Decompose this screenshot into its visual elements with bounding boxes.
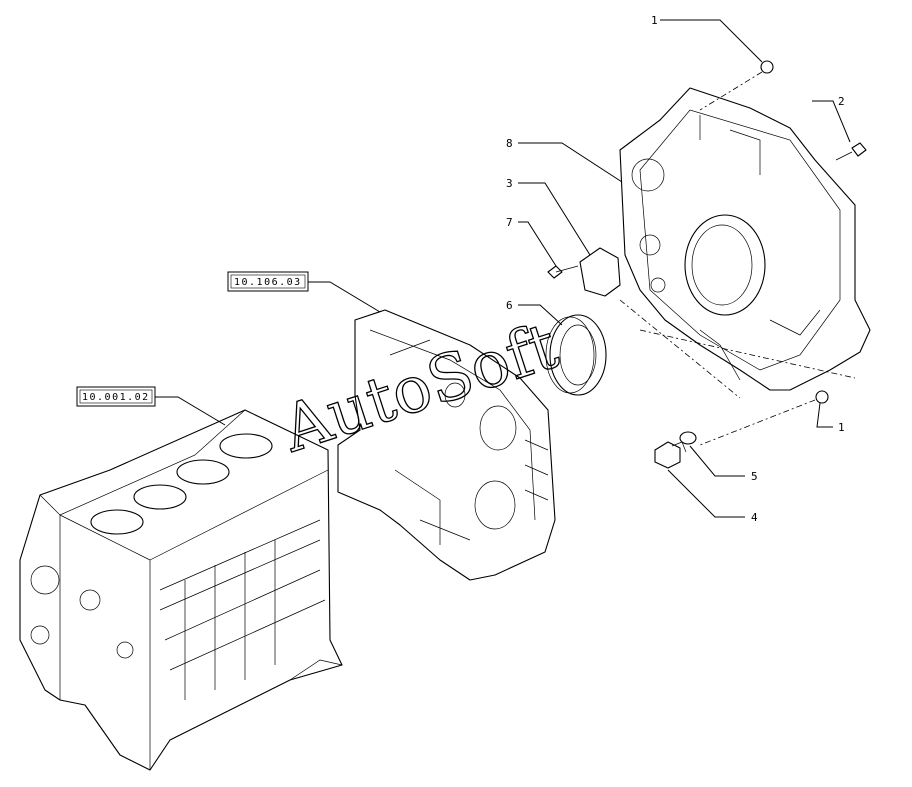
timing-case xyxy=(337,309,556,581)
plug-bottom xyxy=(815,390,829,404)
flywheel-housing xyxy=(619,87,871,391)
reference-engine-block: 10.001.02 xyxy=(76,386,156,407)
reference-label-engine-block: 10.001.02 xyxy=(82,392,150,403)
callout-3: 3 xyxy=(506,177,513,190)
callout-4: 4 xyxy=(751,511,758,524)
plug-top xyxy=(760,60,774,74)
callout-1-bottom: 1 xyxy=(838,421,845,434)
drain-plug xyxy=(654,441,687,469)
engine-block xyxy=(19,409,343,771)
callout-2: 2 xyxy=(838,95,845,108)
cover-plate xyxy=(579,247,621,297)
washer xyxy=(679,431,697,445)
callout-6: 6 xyxy=(506,299,513,312)
callout-5: 5 xyxy=(751,470,758,483)
seal-ring xyxy=(545,314,607,396)
callout-1-top: 1 xyxy=(651,14,658,27)
bolt xyxy=(547,265,579,279)
callout-7: 7 xyxy=(506,216,513,229)
reference-label-timing-case: 10.106.03 xyxy=(234,277,302,288)
bolt-2 xyxy=(835,142,867,161)
callout-8: 8 xyxy=(506,137,513,150)
reference-timing-case: 10.106.03 xyxy=(227,271,309,292)
